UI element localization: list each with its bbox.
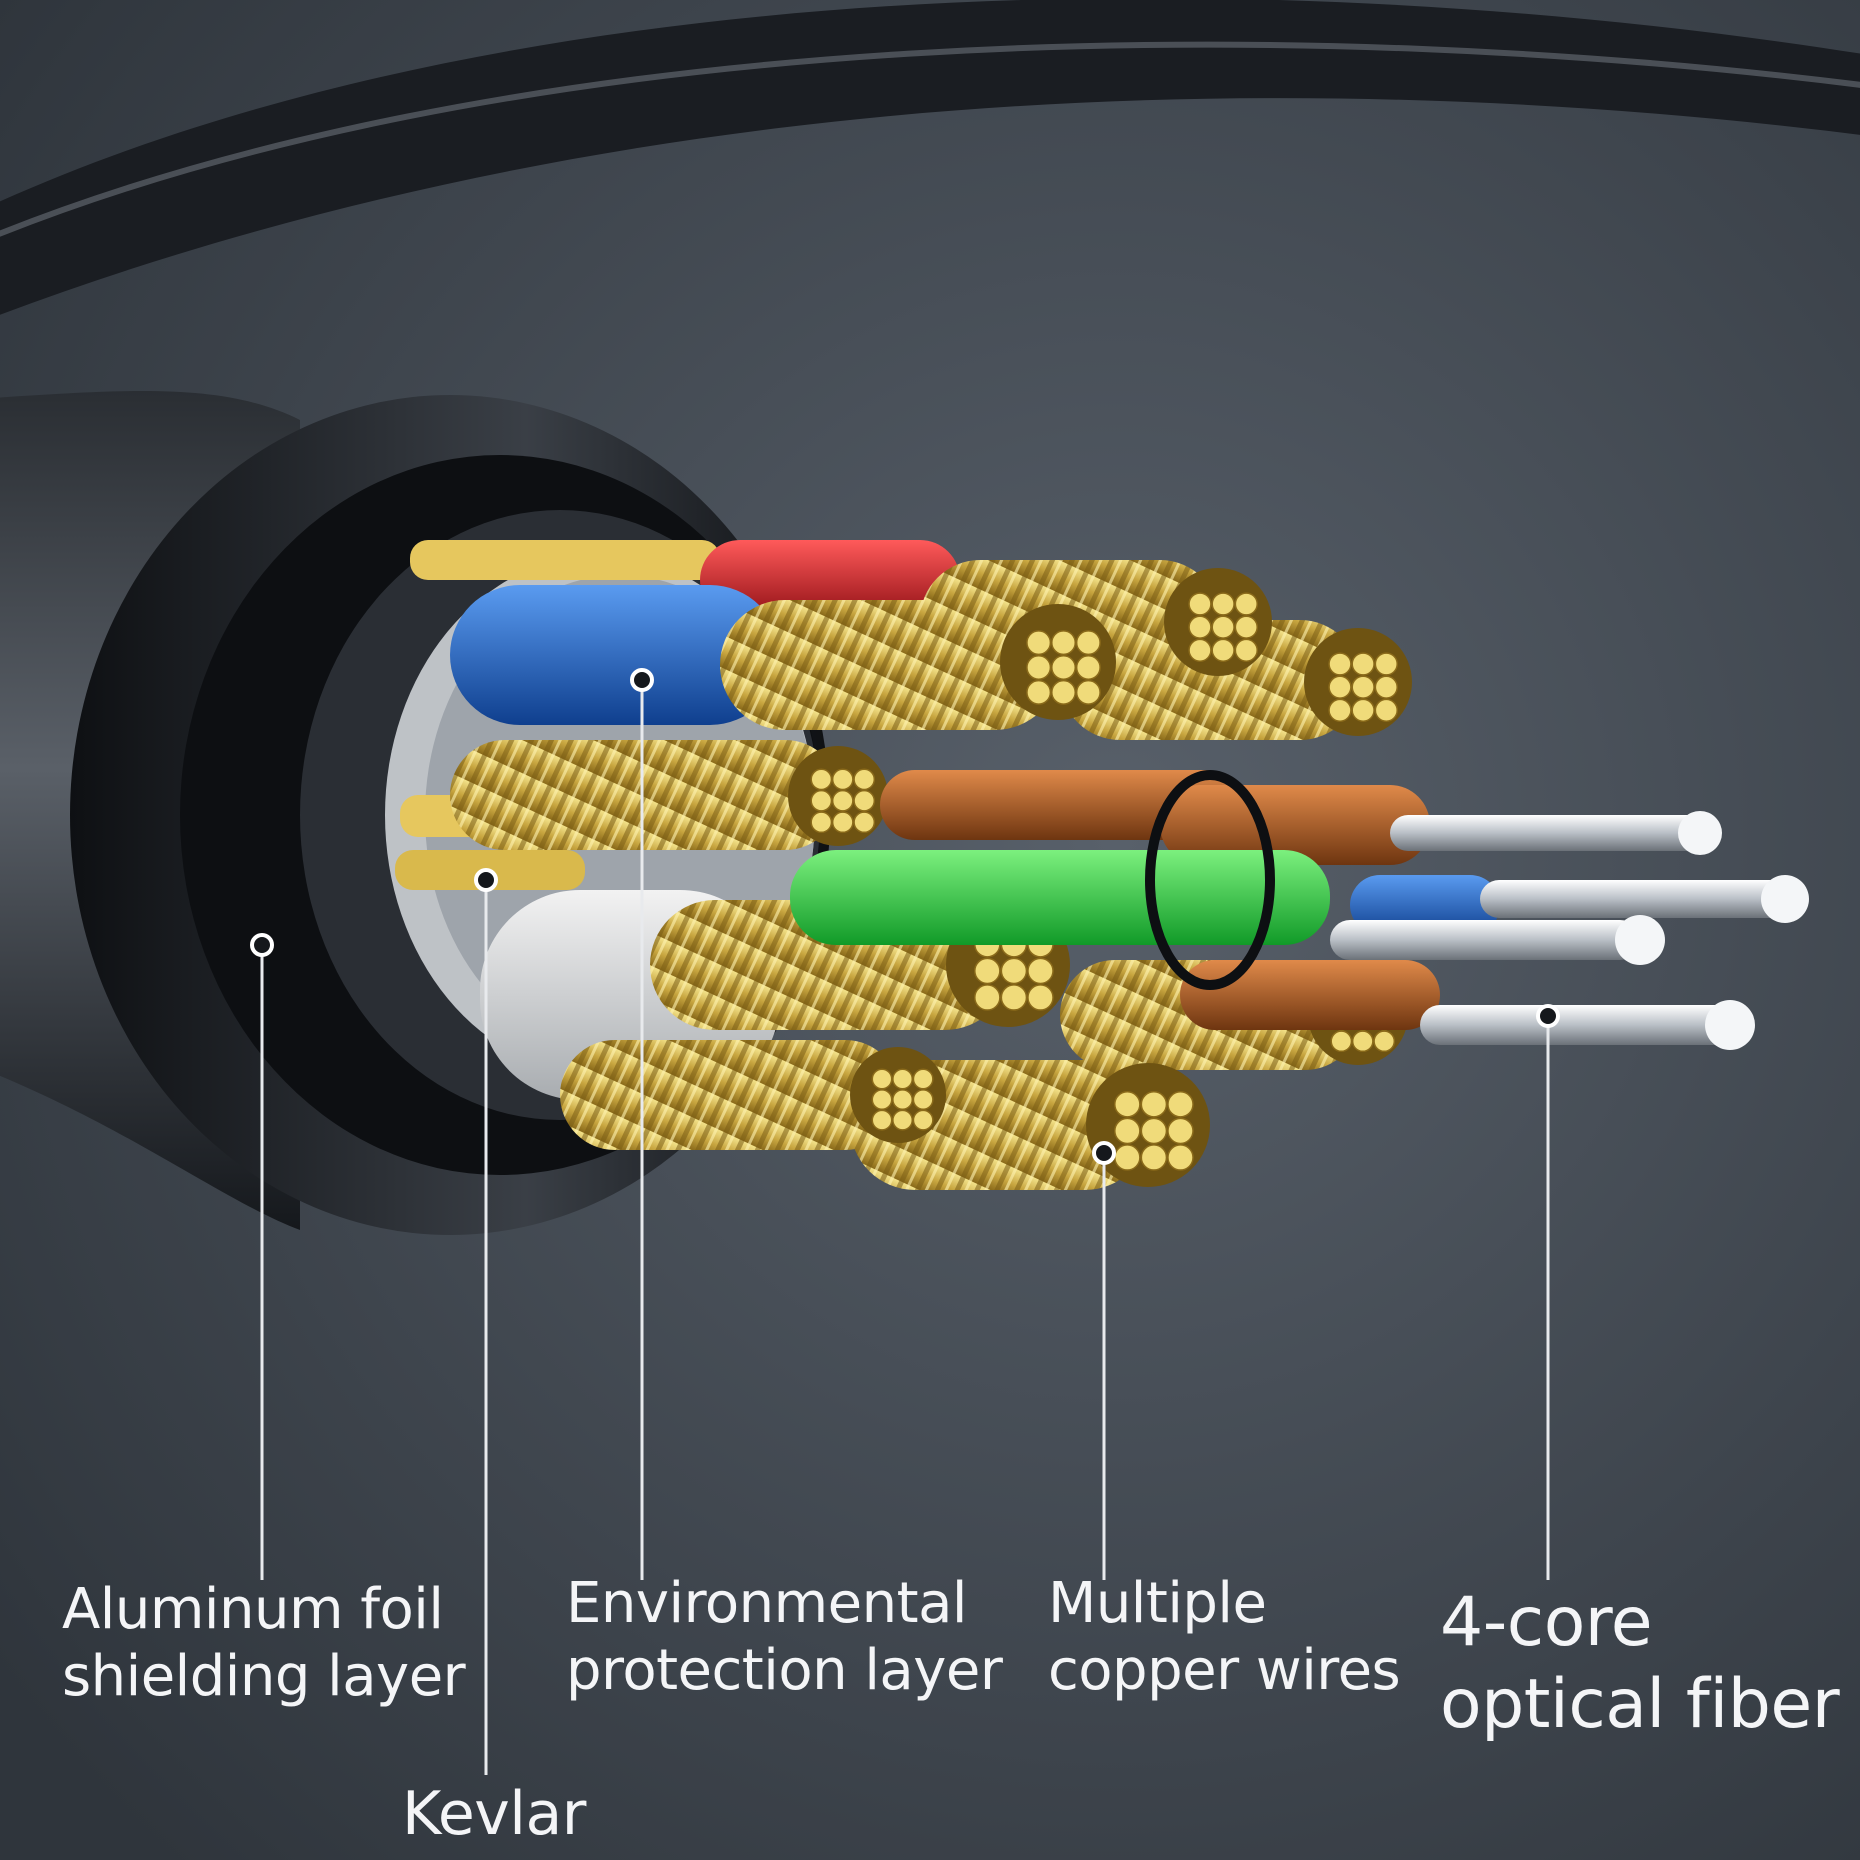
copper-strand bbox=[912, 1109, 934, 1131]
copper-strand bbox=[1051, 630, 1077, 656]
copper-strand bbox=[1140, 1091, 1168, 1118]
label-fiber: 4-core optical fiber bbox=[1440, 1582, 1840, 1745]
background-cable-loop bbox=[0, 0, 1860, 315]
label-environmental-line2: protection layer bbox=[566, 1638, 1003, 1704]
optical-fibers bbox=[1330, 811, 1809, 1050]
label-environmental-line1: Environmental bbox=[566, 1571, 967, 1636]
copper-strand bbox=[1051, 679, 1077, 705]
copper-strand bbox=[853, 768, 876, 791]
copper-strand bbox=[1026, 679, 1052, 705]
label-fiber-line2: optical fiber bbox=[1440, 1664, 1840, 1744]
copper-strand bbox=[1027, 984, 1054, 1011]
copper-strand bbox=[1234, 615, 1258, 639]
copper-strand bbox=[1234, 638, 1258, 662]
copper-strand bbox=[1234, 592, 1258, 616]
dot-kevlar bbox=[474, 868, 498, 892]
copper-strand bbox=[912, 1068, 934, 1090]
label-copper: Multiple copper wires bbox=[1048, 1570, 1401, 1704]
blue-wire bbox=[450, 585, 780, 725]
copper-strand bbox=[1027, 957, 1054, 985]
copper-strand bbox=[1114, 1091, 1141, 1118]
copper-strand bbox=[1188, 592, 1212, 616]
copper-strand bbox=[1328, 652, 1352, 676]
copper-strand bbox=[871, 1109, 893, 1131]
copper-strand bbox=[831, 811, 854, 834]
label-aluminum-foil-line2: shielding layer bbox=[62, 1644, 466, 1710]
copper-strand bbox=[810, 811, 833, 834]
copper-strand bbox=[1167, 1117, 1194, 1145]
label-kevlar: Kevlar bbox=[402, 1778, 586, 1850]
copper-strand bbox=[1351, 652, 1375, 676]
copper-strand bbox=[1351, 698, 1375, 722]
copper-bundles bbox=[450, 560, 1360, 1190]
copper-strand bbox=[1114, 1144, 1141, 1171]
copper-strand bbox=[1211, 638, 1235, 662]
copper-strand bbox=[1167, 1144, 1194, 1171]
label-copper-line1: Multiple bbox=[1048, 1571, 1267, 1636]
copper-strand bbox=[1026, 630, 1052, 656]
copper-strand bbox=[1330, 1030, 1353, 1053]
copper-strand bbox=[871, 1068, 893, 1090]
label-environmental: Environmental protection layer bbox=[566, 1570, 1003, 1704]
copper-strand bbox=[1075, 679, 1101, 705]
copper-strand bbox=[853, 811, 876, 834]
copper-strand bbox=[853, 789, 876, 812]
copper-strand bbox=[1026, 655, 1052, 681]
copper-strand bbox=[810, 789, 833, 812]
copper-strand bbox=[1188, 615, 1212, 639]
dot-environmental bbox=[630, 668, 654, 692]
copper-strand bbox=[1140, 1144, 1168, 1171]
label-copper-line2: copper wires bbox=[1048, 1638, 1401, 1704]
callout-leaders bbox=[260, 680, 1550, 1775]
copper-strand bbox=[1000, 984, 1028, 1011]
dot-copper bbox=[1092, 1141, 1116, 1165]
copper-strand bbox=[892, 1109, 914, 1131]
copper-strand bbox=[1167, 1091, 1194, 1118]
label-kevlar-text: Kevlar bbox=[402, 1779, 586, 1849]
dot-aluminum-foil bbox=[250, 933, 274, 957]
copper-strand bbox=[1114, 1117, 1141, 1145]
label-aluminum-foil-line1: Aluminum foil bbox=[62, 1577, 444, 1642]
callout-dots bbox=[250, 668, 1560, 1165]
copper-strand bbox=[974, 957, 1001, 985]
copper-strand bbox=[912, 1089, 934, 1111]
copper-strand bbox=[1075, 655, 1101, 681]
copper-strand bbox=[1051, 655, 1077, 681]
copper-strand bbox=[1374, 675, 1398, 699]
copper-strand bbox=[974, 984, 1001, 1011]
copper-strand bbox=[831, 768, 854, 791]
copper-strand bbox=[1328, 698, 1352, 722]
copper-strand bbox=[1211, 615, 1235, 639]
copper-strand bbox=[1075, 630, 1101, 656]
copper-strand bbox=[1374, 652, 1398, 676]
dot-fiber bbox=[1536, 1004, 1560, 1028]
copper-strand bbox=[871, 1089, 893, 1111]
copper-strand bbox=[1211, 592, 1235, 616]
copper-strand bbox=[810, 768, 833, 791]
copper-strand bbox=[1140, 1117, 1168, 1145]
copper-strand bbox=[1373, 1030, 1396, 1053]
label-fiber-line1: 4-core bbox=[1440, 1583, 1653, 1662]
copper-strand bbox=[892, 1089, 914, 1111]
copper-strand bbox=[1328, 675, 1352, 699]
copper-strand bbox=[1000, 957, 1028, 985]
background-cable-highlight bbox=[0, 41, 1860, 237]
copper-strand bbox=[1374, 698, 1398, 722]
copper-strand bbox=[1351, 675, 1375, 699]
label-aluminum-foil: Aluminum foil shielding layer bbox=[62, 1576, 466, 1710]
copper-strand bbox=[1188, 638, 1212, 662]
copper-strand bbox=[892, 1068, 914, 1090]
copper-strand bbox=[1351, 1030, 1374, 1053]
copper-strand bbox=[831, 789, 854, 812]
